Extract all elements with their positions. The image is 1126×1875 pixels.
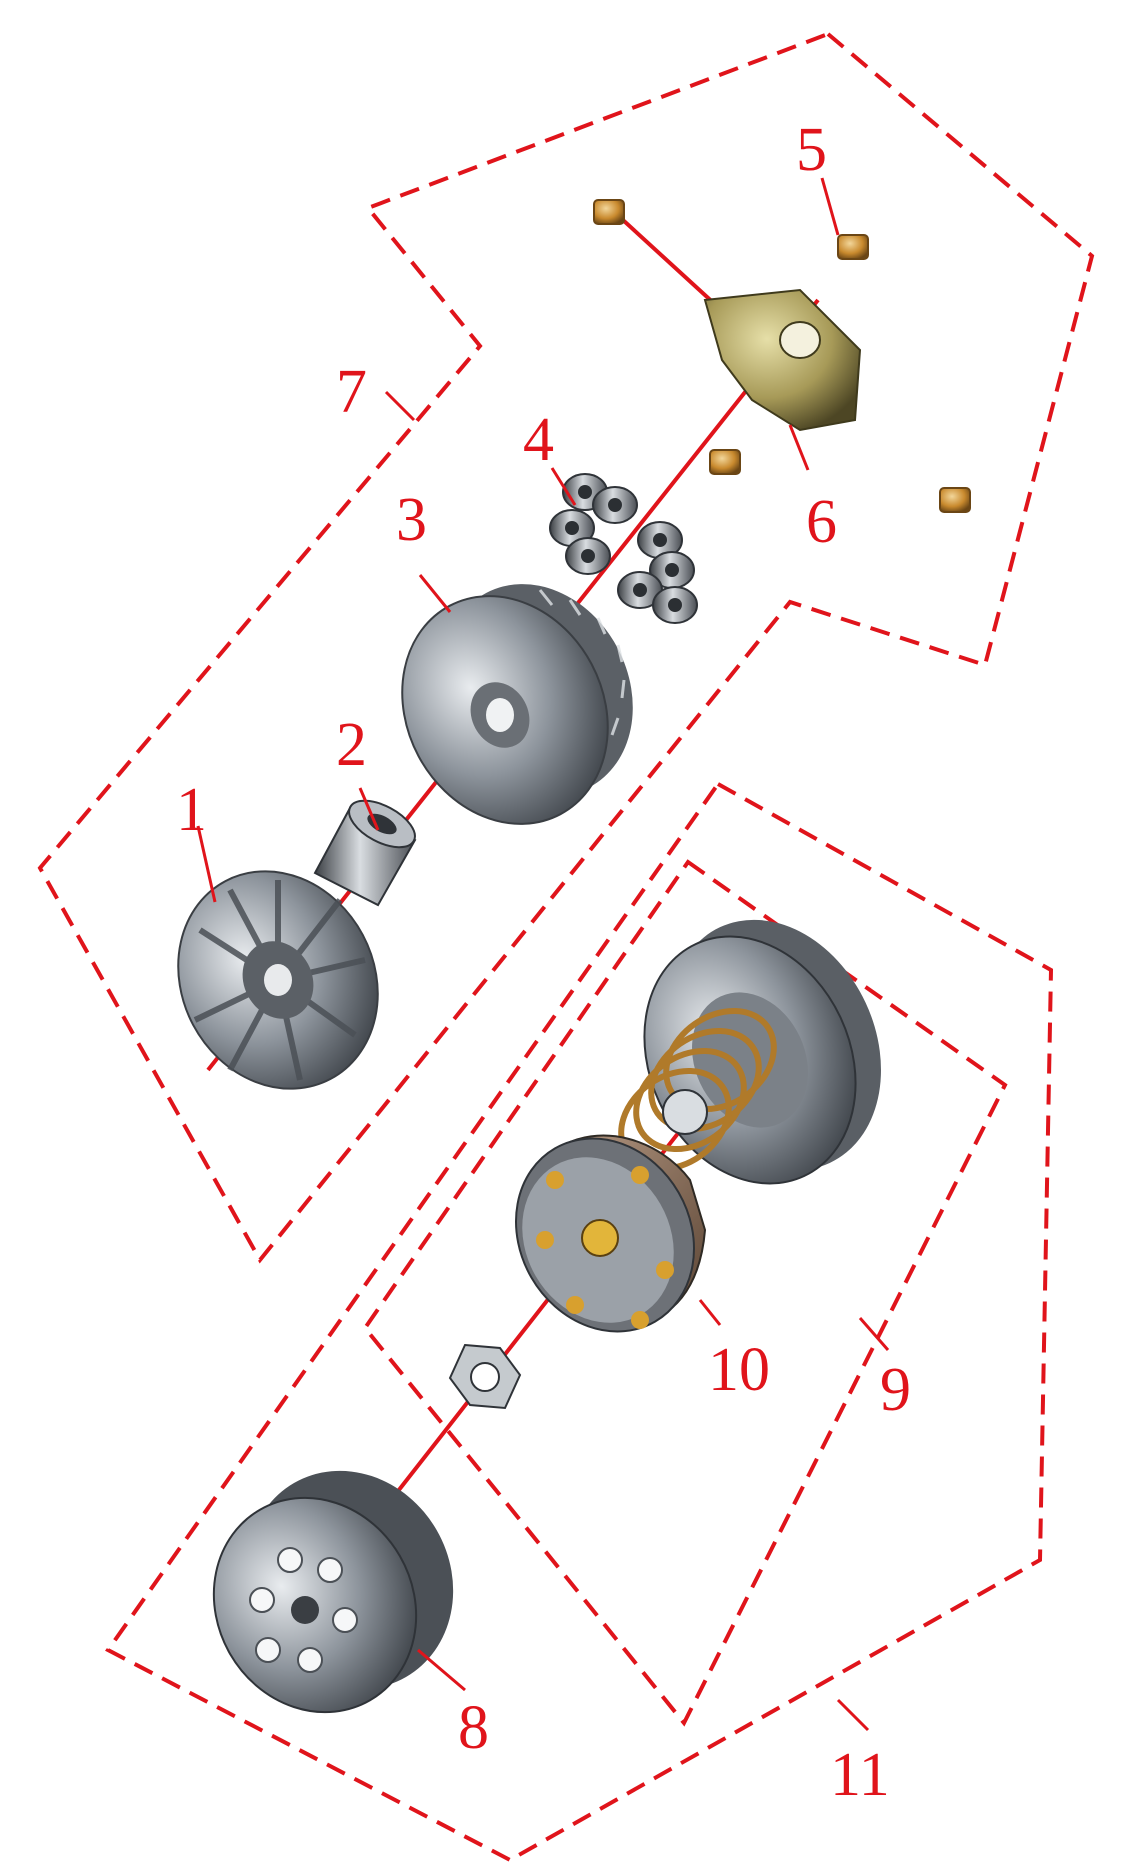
group-9-outline: [362, 859, 1008, 1727]
fan-drive-face: [177, 870, 379, 1090]
leader-9: [858, 1317, 890, 1351]
callout-6: 6: [806, 488, 837, 556]
clutch-bell: [212, 1470, 454, 1714]
nut: [448, 1343, 522, 1410]
callout-4: 4: [523, 406, 554, 474]
leader-1: [196, 825, 217, 903]
leader-5: [820, 177, 840, 236]
leader-3: [418, 574, 452, 613]
group-7-outline: [37, 31, 1095, 1264]
leader-10: [698, 1299, 722, 1326]
callout-8: 8: [458, 1694, 489, 1762]
callout-5: 5: [796, 116, 827, 184]
driven-hub: [662, 1089, 708, 1135]
leader-7: [384, 390, 416, 422]
leader-6: [788, 424, 810, 471]
ramp-plate: [703, 288, 862, 432]
movable-drive-face: [401, 584, 633, 825]
callout-11: 11: [830, 1741, 890, 1809]
callout-3: 3: [396, 486, 427, 554]
leader-2: [358, 787, 380, 831]
leader-4: [550, 467, 577, 506]
clutch-shoe-assembly: [515, 1134, 707, 1333]
slider-pieces: [593, 199, 971, 513]
callout-9: 9: [880, 1356, 911, 1424]
group-11-outline: [105, 781, 1054, 1863]
callout-1: 1: [176, 776, 207, 844]
weight-roller-holes: [565, 485, 682, 612]
callout-2: 2: [336, 711, 367, 779]
callout-10: 10: [708, 1336, 770, 1404]
leader-11: [836, 1698, 870, 1732]
callout-7: 7: [336, 358, 367, 426]
torque-spring: [618, 1007, 777, 1173]
leader-8: [417, 1648, 466, 1692]
